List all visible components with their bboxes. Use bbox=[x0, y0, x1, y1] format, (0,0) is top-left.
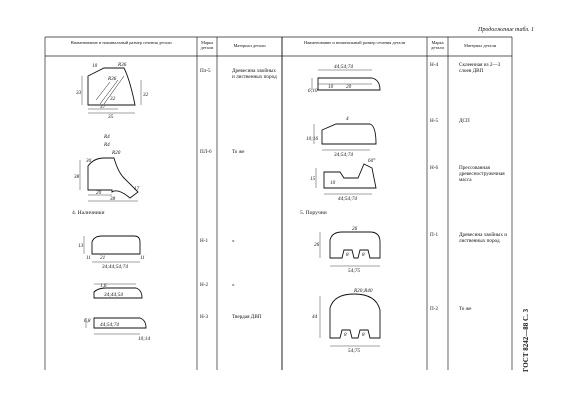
dim-n1-3: 21 bbox=[100, 255, 106, 261]
dim-pl5-5: 32 bbox=[110, 96, 116, 102]
material-pl5: Древесина хвойных и лиственных пород bbox=[232, 68, 277, 81]
dim-p1-3: 8 bbox=[346, 252, 349, 258]
mark-n2: Н-2 bbox=[200, 282, 209, 288]
profile-n3 bbox=[85, 317, 147, 335]
dim-p2-2: 44 bbox=[312, 313, 318, 320]
dim-p1-5: 54;75 bbox=[348, 267, 361, 274]
material-n2: » bbox=[232, 282, 235, 288]
material-n4: Склеенная из 2—3 слоев ДВП bbox=[459, 62, 501, 75]
header-name-left: Наименование и номинальный размер сечени… bbox=[70, 40, 172, 45]
dim-p1-1: 26 bbox=[314, 242, 320, 248]
dim-p2-5: 54;75 bbox=[348, 347, 361, 354]
dim-n6-4: 44;54;74 bbox=[338, 195, 357, 202]
mark-n6: Н-6 bbox=[430, 165, 439, 171]
continuation-caption: Продолжение табл. 1 bbox=[478, 27, 534, 33]
profile-n6 bbox=[315, 163, 377, 195]
profile-pl6 bbox=[79, 157, 139, 202]
dim-p2-4: 8 bbox=[362, 332, 365, 338]
dim-pl5-4: 33 bbox=[76, 90, 82, 96]
profile-p1 bbox=[319, 231, 381, 267]
dim-n2-1: 1,6 bbox=[100, 283, 107, 289]
header-mark-left: Марка детали bbox=[200, 40, 214, 50]
dim-pl6-8: 17 bbox=[134, 186, 140, 192]
header-material-left: Материал детали bbox=[233, 43, 266, 48]
profile-n2 bbox=[93, 283, 143, 299]
dim-n6-2: 15 bbox=[310, 176, 316, 182]
mark-pl6: ПЛ-6 bbox=[200, 149, 212, 155]
profile-n4 bbox=[311, 69, 381, 91]
dim-p1-2: 26 bbox=[352, 226, 358, 232]
dim-pl6-2: R4 bbox=[103, 141, 110, 148]
material-p2: То же bbox=[459, 306, 472, 312]
material-pl6: То же bbox=[232, 149, 245, 155]
mark-p1: П-1 bbox=[430, 232, 439, 238]
dim-n1-4: 11 bbox=[140, 255, 145, 261]
header-mark-right: Марка детали bbox=[431, 40, 444, 50]
dim-n4-4: 20 bbox=[346, 84, 352, 90]
header-material-right: Материал детали bbox=[463, 43, 497, 48]
dim-p2-3: 8 bbox=[344, 332, 347, 338]
dim-n5-3: 34;54;74 bbox=[334, 151, 353, 158]
dim-n1-1: 13 bbox=[78, 243, 84, 249]
dim-pl5-2: R36 bbox=[117, 62, 127, 68]
dim-n1-2: 11 bbox=[86, 255, 91, 261]
dim-n6-3: 10 bbox=[330, 180, 336, 186]
profile-n1 bbox=[83, 235, 141, 263]
mark-pl5: Пл-5 bbox=[200, 68, 211, 74]
material-n5: ДСП bbox=[459, 118, 470, 124]
dim-n4-1: 44;54;74 bbox=[334, 63, 353, 70]
material-n6: Прессованная древесностружечная масса bbox=[459, 165, 505, 184]
dim-n3-2: 10;14 bbox=[138, 335, 151, 342]
mark-n4: Н-4 bbox=[430, 62, 439, 68]
section-platbands: 4. Наличники bbox=[72, 210, 105, 216]
dim-pl5-8: 32 bbox=[143, 92, 149, 98]
dim-pl6-4: 38 bbox=[74, 174, 80, 180]
dim-n6-1: 60° bbox=[368, 157, 375, 164]
dim-pl6-3: R20 bbox=[111, 150, 121, 156]
dim-pl5-6: 37 bbox=[100, 104, 106, 110]
mark-p2: П-2 bbox=[430, 306, 439, 312]
dim-pl5-3: R36 bbox=[107, 76, 117, 82]
material-p1: Древесина хвойных и лиственных пород bbox=[459, 232, 508, 245]
profile-n5 bbox=[313, 123, 377, 151]
material-n3: Твердая ДВП bbox=[232, 314, 262, 320]
dim-n4-3: 10 bbox=[328, 84, 334, 90]
material-n1: » bbox=[232, 238, 235, 244]
mark-n5: Н-5 bbox=[430, 118, 439, 124]
dim-pl6-5: 30 bbox=[86, 158, 92, 164]
mark-n1: Н-1 bbox=[200, 238, 209, 244]
dim-n2-3: 6,8 bbox=[84, 318, 91, 324]
dim-pl6-6: 20 bbox=[96, 190, 102, 196]
profile-p2 bbox=[319, 293, 381, 347]
dim-pl5-7: 35 bbox=[108, 114, 114, 120]
dim-n2-2: 34;44;54 bbox=[104, 291, 123, 298]
dim-n5-1: 4 bbox=[346, 115, 349, 122]
dim-pl5-1: 10 bbox=[92, 63, 98, 69]
header-name-right: Наименование и номинальный размер сечени… bbox=[303, 40, 406, 45]
dim-p2-1: R20;R40 bbox=[353, 287, 373, 294]
profile-pl5 bbox=[81, 67, 142, 114]
dim-n5-2: 10;16 bbox=[306, 136, 319, 142]
dim-pl6-1: R4 bbox=[103, 133, 110, 140]
dim-n3-1: 44;54;74 bbox=[100, 321, 119, 328]
dim-n4-2: 6;10 bbox=[308, 88, 318, 94]
dim-n1-5: 34;44;54;74 bbox=[102, 263, 128, 270]
dim-pl6-7: 38 bbox=[110, 196, 116, 202]
mark-n3: Н-3 bbox=[200, 314, 209, 320]
dim-p1-4: 8 bbox=[362, 252, 365, 258]
section-handrails: 5. Поручни bbox=[300, 210, 327, 216]
